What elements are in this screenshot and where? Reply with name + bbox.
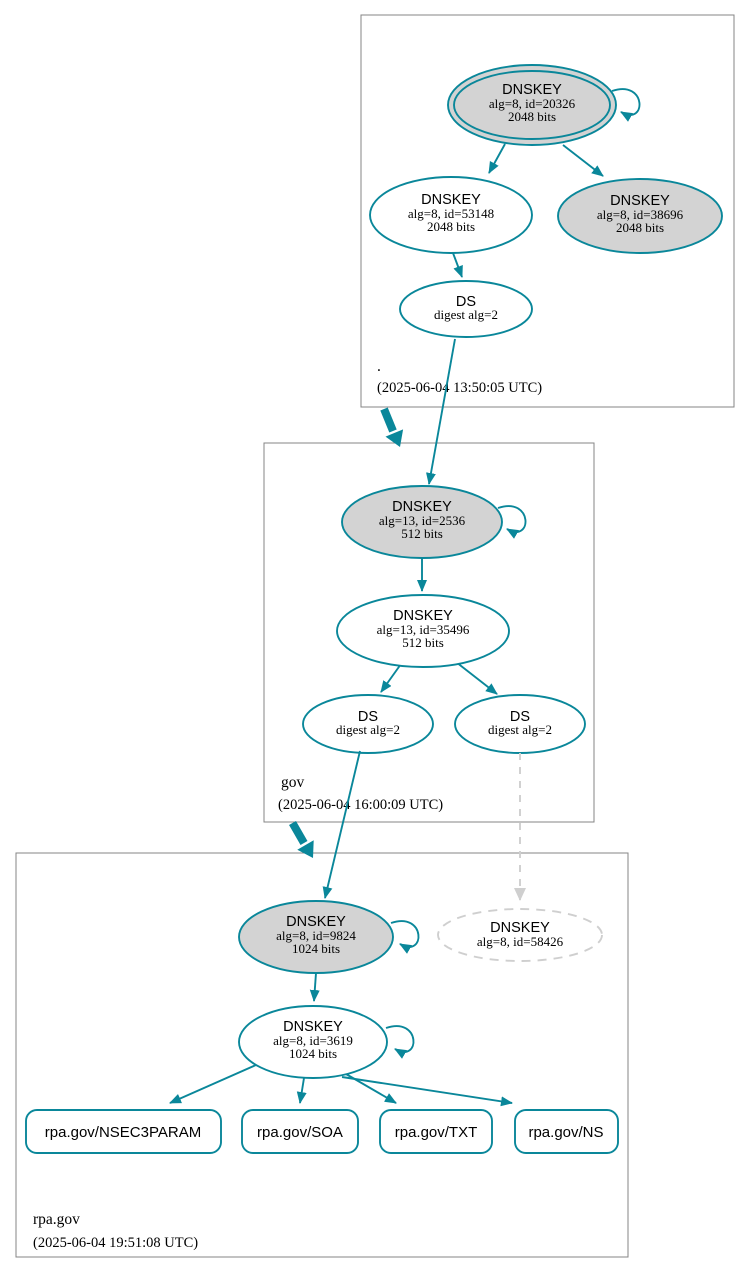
rpa-zsk-bits: 1024 bits	[289, 1046, 337, 1061]
edge-root-zsk-to-ds	[452, 252, 463, 278]
node-rpa-ksk-dnskey[interactable]: DNSKEY alg=8, id=9824 1024 bits	[238, 900, 394, 974]
root-key3-title: DNSKEY	[610, 193, 670, 209]
node-rrset-soa[interactable]: rpa.gov/SOA	[241, 1109, 359, 1154]
edge-rpa-zsk-to-nsec3param	[169, 1064, 257, 1104]
delegation-arrow-gov-to-rpa	[289, 821, 314, 858]
root-ksk-inner-ellipse	[453, 70, 611, 140]
root-ksk-outer-ellipse	[447, 64, 617, 146]
gov-ksk-ellipse	[341, 485, 503, 559]
zone-gov-box	[263, 442, 595, 823]
edge-rpa-zsk-to-soa	[296, 1077, 307, 1104]
node-root-ds[interactable]: DS digest alg=2	[399, 280, 533, 338]
zone-gov-label: gov	[281, 774, 305, 791]
root-ds-title: DS	[456, 294, 476, 310]
gov-ksk-bits: 512 bits	[401, 526, 443, 541]
edge-rpa-ksk-to-zsk	[309, 972, 320, 1002]
rpa-insecure-title: DNSKEY	[490, 920, 550, 936]
edge-rpa-zsk-selfloop	[385, 1025, 415, 1059]
gov-ksk-alg: alg=13, id=2536	[379, 513, 466, 528]
rrset-nsec3param-rect	[25, 1109, 222, 1154]
edge-gov-zsk-to-ds2	[455, 661, 498, 695]
edge-root-ksk-to-zsk	[488, 143, 506, 174]
edge-root-ksk-selfloop	[611, 88, 641, 122]
gov-ds1-title: DS	[358, 709, 378, 725]
rpa-insecure-ellipse	[437, 908, 603, 962]
edge-rpa-zsk-to-ns	[341, 1076, 513, 1107]
rrset-txt-rect	[379, 1109, 493, 1154]
rrset-nsec3param-label: rpa.gov/NSEC3PARAM	[45, 1124, 201, 1141]
root-zsk-bits: 2048 bits	[427, 219, 475, 234]
node-rpa-zsk-dnskey[interactable]: DNSKEY alg=8, id=3619 1024 bits	[238, 1005, 388, 1079]
root-ksk-alg: alg=8, id=20326	[489, 96, 576, 111]
rpa-zsk-ellipse	[238, 1005, 388, 1079]
root-ds-digest: digest alg=2	[434, 307, 498, 322]
rrset-ns-rect	[514, 1109, 619, 1154]
rpa-zsk-title: DNSKEY	[283, 1019, 343, 1035]
zone-root-timestamp: (2025-06-04 13:50:05 UTC)	[377, 380, 542, 396]
gov-ds2-digest: digest alg=2	[488, 722, 552, 737]
edge-root-ds-to-gov-ksk	[426, 338, 456, 485]
root-key3-bits: 2048 bits	[616, 220, 664, 235]
node-root-zsk-dnskey[interactable]: DNSKEY alg=8, id=53148 2048 bits	[369, 176, 533, 254]
zone-root-box	[360, 14, 735, 408]
node-gov-ksk-dnskey[interactable]: DNSKEY alg=13, id=2536 512 bits	[341, 485, 503, 559]
node-gov-ds1[interactable]: DS digest alg=2	[302, 694, 434, 754]
rrset-ns-label: rpa.gov/NS	[528, 1124, 603, 1141]
gov-zsk-ellipse	[336, 594, 510, 668]
rpa-ksk-alg: alg=8, id=9824	[276, 928, 356, 943]
gov-ksk-title: DNSKEY	[392, 499, 452, 515]
rpa-ksk-ellipse	[238, 900, 394, 974]
node-rrset-nsec3param[interactable]: rpa.gov/NSEC3PARAM	[25, 1109, 222, 1154]
rrset-soa-rect	[241, 1109, 359, 1154]
gov-ds1-ellipse	[302, 694, 434, 754]
node-rpa-insecure-dnskey[interactable]: DNSKEY alg=8, id=58426	[437, 908, 603, 962]
gov-zsk-title: DNSKEY	[393, 608, 453, 624]
zone-rpa-gov-timestamp: (2025-06-04 19:51:08 UTC)	[33, 1235, 198, 1251]
root-zsk-title: DNSKEY	[421, 192, 481, 208]
edge-gov-zsk-to-ds1	[380, 663, 402, 693]
root-zsk-alg: alg=8, id=53148	[408, 206, 494, 221]
rrset-soa-label: rpa.gov/SOA	[257, 1124, 343, 1141]
node-gov-zsk-dnskey[interactable]: DNSKEY alg=13, id=35496 512 bits	[336, 594, 510, 668]
edge-root-ksk-to-key3	[562, 144, 604, 177]
rrset-txt-label: rpa.gov/TXT	[395, 1124, 478, 1141]
zone-rpa-gov: DNSKEY alg=8, id=9824 1024 bits DNSKEY a…	[15, 852, 629, 1258]
gov-zsk-alg: alg=13, id=35496	[377, 622, 470, 637]
gov-zsk-bits: 512 bits	[402, 635, 444, 650]
node-root-ksk-dnskey[interactable]: DNSKEY alg=8, id=20326 2048 bits	[447, 64, 617, 146]
node-root-key3-dnskey[interactable]: DNSKEY alg=8, id=38696 2048 bits	[557, 178, 723, 254]
zone-gov: DNSKEY alg=13, id=2536 512 bits DNSKEY a…	[263, 442, 595, 823]
node-gov-ds2[interactable]: DS digest alg=2	[454, 694, 586, 754]
edge-gov-ksk-selfloop	[497, 505, 527, 539]
root-key3-alg: alg=8, id=38696	[597, 207, 684, 222]
zone-gov-timestamp: (2025-06-04 16:00:09 UTC)	[278, 797, 443, 813]
gov-ds1-digest: digest alg=2	[336, 722, 400, 737]
root-ds-ellipse	[399, 280, 533, 338]
edge-gov-ds1-to-rpa-ksk	[322, 750, 361, 899]
rpa-ksk-bits: 1024 bits	[292, 941, 340, 956]
zone-rpa-gov-box	[15, 852, 629, 1258]
node-rrset-ns[interactable]: rpa.gov/NS	[514, 1109, 619, 1154]
delegation-arrow-shaft	[380, 407, 397, 433]
delegation-arrowhead-icon	[385, 429, 404, 447]
root-ksk-title: DNSKEY	[502, 82, 562, 98]
zone-root-label: .	[377, 358, 381, 375]
root-key3-ellipse	[557, 178, 723, 254]
rpa-insecure-alg: alg=8, id=58426	[477, 934, 564, 949]
delegation-arrow-shaft	[289, 821, 308, 845]
rpa-zsk-alg: alg=8, id=3619	[273, 1033, 353, 1048]
root-zsk-ellipse	[369, 176, 533, 254]
edge-rpa-ksk-selfloop	[390, 920, 420, 954]
rpa-ksk-title: DNSKEY	[286, 914, 346, 930]
zone-rpa-gov-label: rpa.gov	[33, 1211, 80, 1228]
node-rrset-txt[interactable]: rpa.gov/TXT	[379, 1109, 493, 1154]
zone-root: DNSKEY alg=8, id=20326 2048 bits DNSKEY …	[360, 14, 735, 408]
delegation-arrow-root-to-gov	[380, 407, 404, 447]
delegation-arrowhead-icon	[297, 840, 314, 858]
root-ksk-bits: 2048 bits	[508, 109, 556, 124]
gov-ds2-title: DS	[510, 709, 530, 725]
